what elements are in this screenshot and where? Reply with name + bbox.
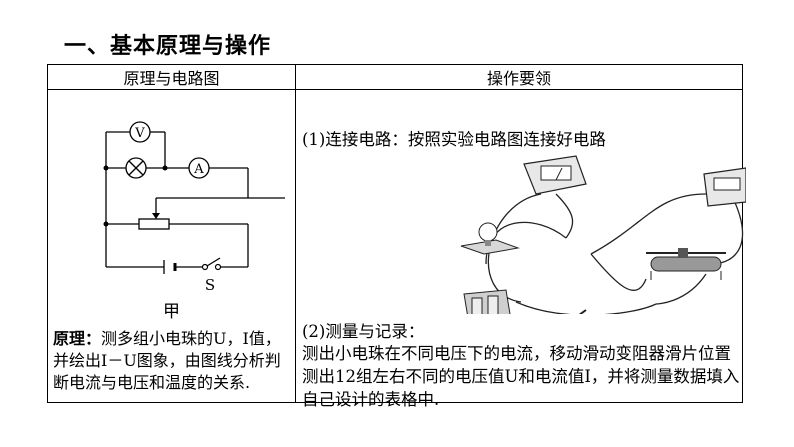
step2-title: (2)测量与记录： [302,322,425,341]
circuit-diagram: V A S [103,121,285,294]
battery-pack-icon [463,289,511,314]
switch-device-icon [578,309,587,314]
step2-text: 测出小电珠在不同电压下的电流，移动滑动变阻器滑片位置测出12组左右不同的电压值U… [302,344,740,409]
apparatus-illustration [460,155,746,314]
step1-text: (1)连接电路：按照实验电路图连接好电路 [302,130,606,149]
lamp-board-icon [460,222,520,255]
voltmeter-label: V [134,126,145,141]
principle-operation-table: 原理与电路图 操作要领 [47,64,746,409]
section-heading: 一、基本原理与操作 [64,34,272,59]
principle-body: 测多组小电珠的U，I值，并绘出I－U图象，由图线分析判断电流与电压和温度的关系. [53,329,281,392]
switch-symbol [201,263,209,271]
figure-caption: 甲 [163,302,180,322]
principle-text: 原理：测多组小电珠的U，I值，并绘出I－U图象，由图线分析判断电流与电压和温度的… [53,328,293,394]
col-header-principle: 原理与电路图 [47,64,296,90]
ammeter-symbol [188,157,210,179]
rheostat-icon [646,248,726,280]
voltmeter-symbol [129,121,151,143]
principle-cell: V A S [47,89,296,403]
operation-cell: (1)连接电路：按照实验电路图连接好电路 [295,89,746,409]
voltmeter-device-icon [703,167,746,207]
principle-label: 原理： [53,329,102,348]
col-header-operation: 操作要领 [295,64,743,90]
ammeter-device-icon [523,155,587,195]
ammeter-label: A [193,162,204,177]
switch-label: S [205,276,215,294]
